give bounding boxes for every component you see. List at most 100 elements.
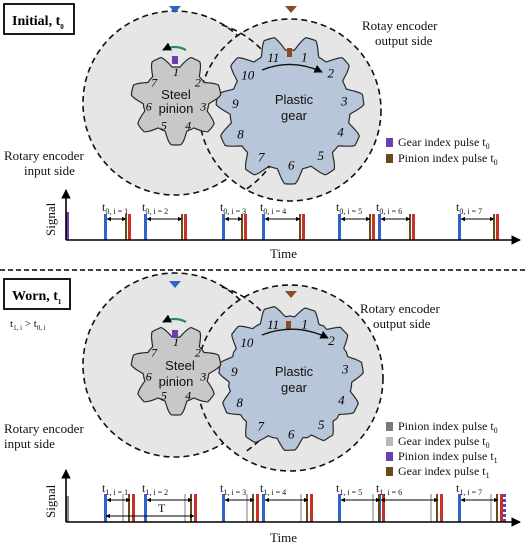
worn-title-box bbox=[3, 278, 71, 310]
worn-title: Worn, t1 bbox=[12, 289, 62, 306]
tooth-number: 9 bbox=[232, 96, 239, 111]
tooth-number: 11 bbox=[267, 50, 279, 65]
tooth-number: 5 bbox=[161, 388, 167, 402]
interval-label: t1, i = 5 bbox=[336, 481, 362, 497]
pulse-bar bbox=[144, 494, 147, 522]
legend-swatch bbox=[386, 452, 393, 461]
legend-swatch bbox=[386, 422, 393, 431]
tooth-number: 7 bbox=[151, 346, 158, 360]
tooth-number: 6 bbox=[288, 427, 295, 442]
pinion-rotation-arrow-icon bbox=[162, 314, 187, 323]
interval-label: t1, i = 1 bbox=[102, 481, 128, 497]
interval-label: t1, i = 6 bbox=[376, 481, 402, 497]
signal-y-label: Signal bbox=[43, 202, 58, 236]
tooth-number: 1 bbox=[173, 65, 179, 79]
tooth-number: 4 bbox=[185, 388, 191, 402]
pulse-bar bbox=[66, 212, 69, 240]
pulse-bar bbox=[122, 494, 124, 522]
pulse-bar bbox=[300, 494, 302, 522]
interval-label: t0, i = 1 bbox=[102, 200, 128, 216]
tooth-number: 8 bbox=[236, 395, 243, 410]
tooth-number: 4 bbox=[185, 118, 191, 132]
gear-index-mark bbox=[287, 48, 292, 57]
pulse-bar bbox=[503, 514, 506, 517]
tooth-number: 3 bbox=[199, 369, 206, 383]
signal-y-label: Signal bbox=[43, 484, 58, 518]
pulse-bar bbox=[496, 494, 498, 522]
tooth-number: 5 bbox=[161, 118, 167, 132]
steel-pinion bbox=[130, 56, 222, 146]
tooth-number: 7 bbox=[258, 149, 265, 164]
pulse-bar bbox=[382, 494, 385, 522]
input-side-label-1: Rotary encoder bbox=[4, 421, 84, 436]
pulse-bar bbox=[496, 214, 499, 240]
pulse-bar bbox=[458, 214, 461, 240]
pulse-bar bbox=[378, 494, 380, 522]
tooth-number: 8 bbox=[237, 127, 244, 142]
tooth-number: 6 bbox=[146, 99, 152, 113]
pulse-bar bbox=[181, 214, 183, 240]
pinion-index-mark bbox=[172, 330, 178, 338]
tooth-number: 2 bbox=[195, 76, 201, 90]
pulse-bar bbox=[128, 494, 130, 522]
tooth-number: 4 bbox=[338, 393, 345, 408]
pulse-bar bbox=[194, 494, 197, 522]
pulse-bar bbox=[412, 214, 415, 240]
gear-label-1: Plastic bbox=[275, 92, 314, 107]
pulse-bar bbox=[372, 494, 374, 522]
time-x-label: Time bbox=[270, 530, 297, 545]
pulse-bar bbox=[104, 214, 107, 240]
pulse-bar bbox=[128, 214, 131, 240]
legend-label: Pinion index pulse t0 bbox=[398, 151, 498, 167]
tooth-number: 6 bbox=[146, 369, 152, 383]
pulse-bar bbox=[299, 214, 301, 240]
worn-panel: Worn, t1 t1, i > t0, i Rotary encoder ou… bbox=[3, 272, 521, 545]
pulse-bar bbox=[436, 494, 438, 522]
tooth-number: 4 bbox=[337, 124, 344, 139]
initial-title-box bbox=[3, 3, 75, 35]
pulse-bar bbox=[184, 494, 186, 522]
legend-swatch bbox=[386, 467, 393, 476]
tooth-number: 2 bbox=[195, 346, 201, 360]
period-label: T bbox=[158, 501, 166, 515]
pulse-bar bbox=[338, 214, 341, 240]
pulse-bar bbox=[458, 494, 461, 522]
gear-label-2: gear bbox=[281, 380, 308, 395]
pulse-bar bbox=[125, 214, 127, 240]
pulse-bar bbox=[132, 494, 135, 522]
pulse-bar bbox=[256, 494, 259, 522]
legend-swatch bbox=[386, 154, 393, 163]
pulse-bar bbox=[244, 214, 247, 240]
pulse-bar bbox=[369, 214, 371, 240]
pulse-bar bbox=[306, 494, 308, 522]
steel-pinion bbox=[130, 326, 222, 416]
pulse-bar bbox=[104, 494, 107, 522]
output-side-label-2: output side bbox=[373, 316, 431, 331]
pulse-bar bbox=[184, 214, 187, 240]
pulse-bar bbox=[503, 509, 506, 512]
legend-swatch bbox=[386, 437, 393, 446]
tooth-number: 11 bbox=[267, 317, 279, 332]
interval-label: t0, i = 6 bbox=[376, 200, 402, 216]
input-side-label-2: input side bbox=[4, 436, 55, 451]
tooth-number: 3 bbox=[340, 94, 348, 109]
legend-swatch bbox=[386, 138, 393, 147]
output-side-label-1: Rotary encoder bbox=[360, 301, 440, 316]
pinion-index-mark bbox=[172, 56, 178, 64]
interval-label: t1, i = 7 bbox=[456, 481, 482, 497]
pinion-encoder-marker-icon bbox=[169, 6, 181, 13]
pulse-bar bbox=[372, 214, 375, 240]
interval-label: t0, i = 2 bbox=[142, 200, 168, 216]
tooth-number: 1 bbox=[173, 335, 179, 349]
wear-relation: t1, i > t0, i bbox=[10, 318, 46, 332]
tooth-number: 1 bbox=[301, 50, 308, 65]
pulse-bar bbox=[409, 214, 411, 240]
legend-label: Gear index pulse t0 bbox=[398, 135, 490, 151]
pinion-rotation-arrow-icon bbox=[162, 42, 187, 51]
tooth-number: 5 bbox=[318, 417, 325, 432]
